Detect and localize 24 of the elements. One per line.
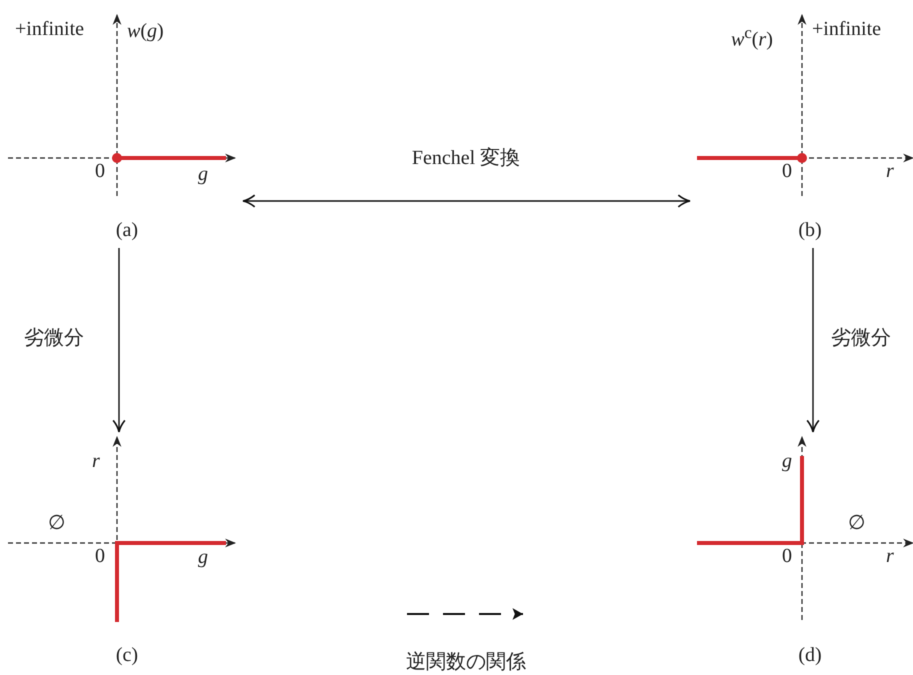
axis-label: r [886,545,894,567]
edge-label: 劣微分 [831,327,891,349]
panel-caption: (d) [798,644,822,666]
axis-label: w$^{c}$(r) [731,22,773,51]
origin-label: 0 [782,160,792,182]
empty-set-label: ∅ [848,512,865,534]
axis-label: r [92,450,100,472]
axis-label: +infinite [812,18,882,40]
axis-label: g [198,163,208,185]
panel-caption: (c) [116,644,138,666]
axis-label: g [782,450,792,472]
edge-label: Fenchel 変換 [412,147,520,169]
origin-label: 0 [782,545,792,567]
legend-label: 逆関数の関係 [406,651,526,673]
axis-label: +infinite [15,18,84,40]
edge-label: 劣微分 [24,327,84,349]
origin-label: 0 [95,160,105,182]
axis-label: r [886,160,894,182]
panel-caption: (a) [116,219,138,241]
axis-label: g [198,546,208,568]
panel-caption: (b) [798,219,822,241]
origin-label: 0 [95,545,105,567]
axis-label: w(g) [127,20,164,42]
empty-set-label: ∅ [48,512,65,534]
